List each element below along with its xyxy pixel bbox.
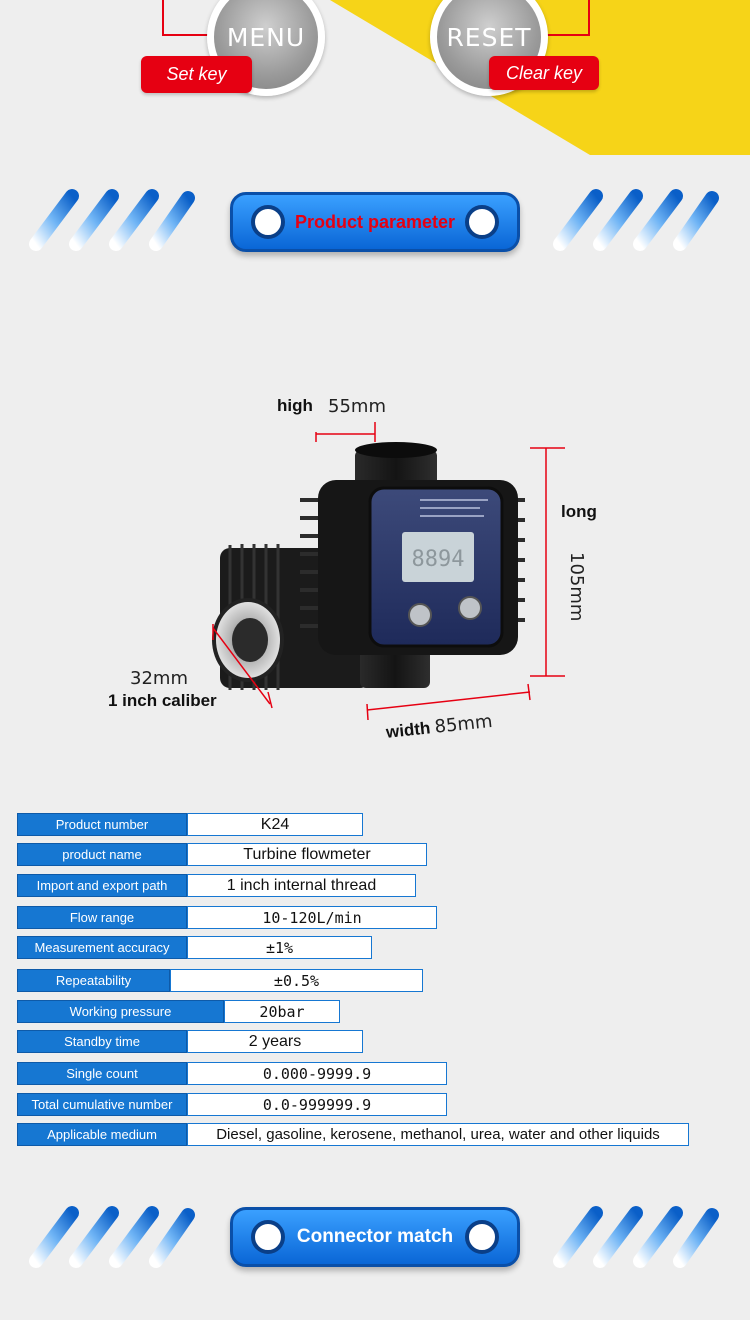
table-row: Single count 0.000-9999.9 bbox=[17, 1062, 447, 1085]
param-value: 20bar bbox=[224, 1000, 340, 1023]
banner-hole-right bbox=[465, 1220, 499, 1254]
product-parameter-banner: Product parameter bbox=[230, 192, 520, 252]
banner-hole-right bbox=[465, 205, 499, 239]
table-row: Working pressure 20bar bbox=[17, 1000, 340, 1023]
clear-key-tag: Clear key bbox=[489, 56, 599, 90]
param-value: 10-120L/min bbox=[187, 906, 437, 929]
width-label: width bbox=[385, 718, 432, 742]
connector-match-banner: Connector match bbox=[230, 1207, 520, 1267]
table-row: Flow range 10-120L/min bbox=[17, 906, 437, 929]
table-row: Applicable medium Diesel, gasoline, kero… bbox=[17, 1123, 689, 1146]
menu-key: MENU bbox=[207, 0, 325, 96]
param-label: product name bbox=[17, 843, 187, 866]
caliber-value: 32mm bbox=[130, 668, 188, 689]
clear-key-tag-text: Clear key bbox=[505, 62, 583, 83]
long-value: 105mm bbox=[566, 552, 587, 622]
param-label: Working pressure bbox=[17, 1000, 224, 1023]
param-label: Total cumulative number bbox=[17, 1093, 187, 1116]
param-value: 0.000-9999.9 bbox=[187, 1062, 447, 1085]
table-row: Import and export path 1 inch internal t… bbox=[17, 874, 416, 897]
high-value: 55mm bbox=[328, 396, 386, 417]
param-label: Product number bbox=[17, 813, 187, 836]
svg-text:8894: 8894 bbox=[412, 547, 465, 572]
param-label: Standby time bbox=[17, 1030, 187, 1053]
flowmeter-product-image: 8894 bbox=[212, 442, 525, 690]
right-stripes-decoration-bottom bbox=[553, 1206, 719, 1268]
param-value: ±1% bbox=[187, 936, 372, 959]
param-value: Turbine flowmeter bbox=[187, 843, 427, 866]
param-value: 1 inch internal thread bbox=[187, 874, 416, 897]
param-label: Import and export path bbox=[17, 874, 187, 897]
table-row: Total cumulative number 0.0-999999.9 bbox=[17, 1093, 447, 1116]
param-label: Measurement accuracy bbox=[17, 936, 187, 959]
right-stripes-decoration bbox=[553, 189, 719, 251]
param-label: Applicable medium bbox=[17, 1123, 187, 1146]
param-label: Flow range bbox=[17, 906, 187, 929]
table-row: Product number K24 bbox=[17, 813, 363, 836]
menu-bracket-line bbox=[162, 0, 214, 36]
high-label: high bbox=[277, 396, 313, 415]
param-value: K24 bbox=[187, 813, 363, 836]
left-stripes-decoration bbox=[29, 189, 195, 251]
set-key-tag-text: Set key bbox=[166, 64, 227, 84]
long-label: long bbox=[561, 502, 597, 521]
param-value: 0.0-999999.9 bbox=[187, 1093, 447, 1116]
yellow-background-band bbox=[330, 0, 750, 155]
table-row: Measurement accuracy ±1% bbox=[17, 936, 372, 959]
param-label: Single count bbox=[17, 1062, 187, 1085]
set-key-tag: Set key bbox=[141, 56, 252, 93]
param-value: Diesel, gasoline, kerosene, methanol, ur… bbox=[187, 1123, 689, 1146]
menu-key-label: MENU bbox=[226, 22, 306, 52]
banner-hole-left bbox=[251, 205, 285, 239]
left-stripes-decoration-bottom bbox=[29, 1206, 195, 1268]
param-label: Repeatability bbox=[17, 969, 170, 992]
product-parameter-title: Product parameter bbox=[294, 211, 456, 232]
reset-bracket-line bbox=[540, 0, 590, 36]
table-row: Standby time 2 years bbox=[17, 1030, 363, 1053]
dimension-lines bbox=[212, 422, 565, 721]
banner-hole-left bbox=[251, 1220, 285, 1254]
connector-match-title: Connector match bbox=[296, 1226, 454, 1247]
caliber-label: 1 inch caliber bbox=[108, 691, 217, 710]
table-row: Repeatability ±0.5% bbox=[17, 969, 423, 992]
reset-key-label: RESET bbox=[446, 22, 532, 52]
table-row: product name Turbine flowmeter bbox=[17, 843, 427, 866]
param-value: ±0.5% bbox=[170, 969, 423, 992]
param-value: 2 years bbox=[187, 1030, 363, 1053]
